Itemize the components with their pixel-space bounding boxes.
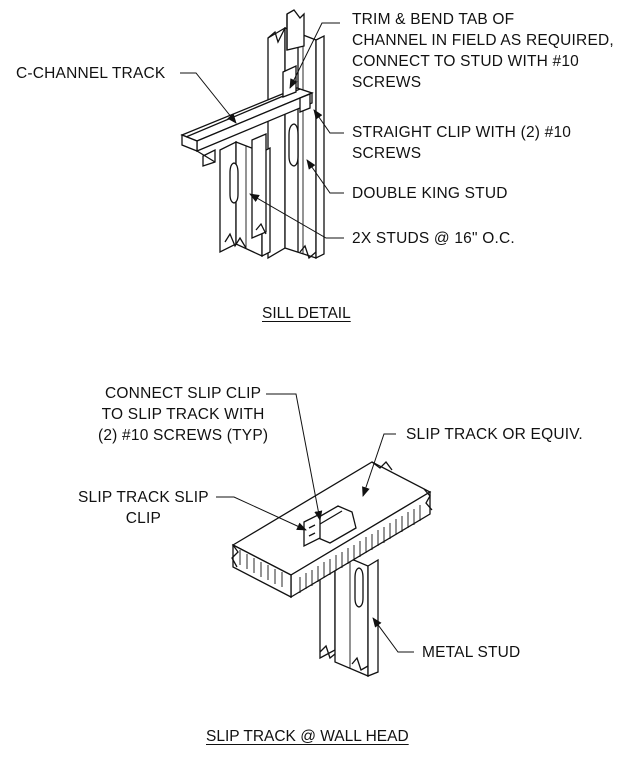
callout-connect-slip-clip: CONNECT SLIP CLIP TO SLIP TRACK WITH (2)… <box>98 383 268 446</box>
leader-trim-bend-tab <box>289 22 340 89</box>
leader-slip-track <box>362 433 396 497</box>
callout-slip-track-slip-clip: SLIP TRACK SLIP CLIP <box>78 487 209 529</box>
sill-detail-drawing <box>180 9 344 260</box>
sill-detail-title: SILL DETAIL <box>262 305 351 322</box>
leader-studs <box>249 193 344 239</box>
leader-straight-clip <box>313 109 344 134</box>
metal-stud <box>319 550 379 677</box>
leader-double-king-stud <box>306 159 344 194</box>
callout-line: SLIP TRACK SLIP <box>78 489 209 506</box>
callout-slip-track-or-equiv: SLIP TRACK OR EQUIV. <box>406 426 583 443</box>
callout-line: CLIP <box>125 510 162 527</box>
c-channel-track <box>180 64 314 167</box>
callout-line: CONNECT SLIP CLIP <box>105 385 262 402</box>
leader-c-channel-track <box>180 72 237 124</box>
callout-double-king-stud: DOUBLE KING STUD <box>352 185 508 202</box>
leader-metal-stud <box>372 617 414 653</box>
callout-c-channel-track: C-CHANNEL TRACK <box>16 65 166 82</box>
callout-line: SCREWS <box>352 145 422 162</box>
callout-studs-spacing: 2X STUDS @ 16" O.C. <box>352 230 515 247</box>
callout-metal-stud: METAL STUD <box>422 644 521 661</box>
slip-track <box>231 461 433 599</box>
leader-connect-slip-clip <box>266 393 323 521</box>
callout-straight-clip: STRAIGHT CLIP WITH (2) #10 SCREWS <box>352 122 571 164</box>
callout-line: TRIM & BEND TAB OF <box>352 11 515 28</box>
callout-trim-bend-tab: TRIM & BEND TAB OF CHANNEL IN FIELD AS R… <box>352 9 614 93</box>
callout-line: (2) #10 SCREWS (TYP) <box>98 427 269 444</box>
leader-slip-clip <box>216 496 307 531</box>
slip-track-detail-title: SLIP TRACK @ WALL HEAD <box>206 728 409 745</box>
callout-line: CHANNEL IN FIELD AS REQUIRED, <box>352 32 614 49</box>
callout-line: SCREWS <box>352 74 422 91</box>
slip-track-drawing <box>216 393 433 677</box>
callout-line: STRAIGHT CLIP WITH (2) #10 <box>352 124 572 141</box>
studs <box>219 133 271 258</box>
callout-line: CONNECT TO STUD WITH #10 <box>352 53 579 70</box>
callout-line: TO SLIP TRACK WITH <box>101 406 265 423</box>
slip-clip <box>303 512 321 548</box>
